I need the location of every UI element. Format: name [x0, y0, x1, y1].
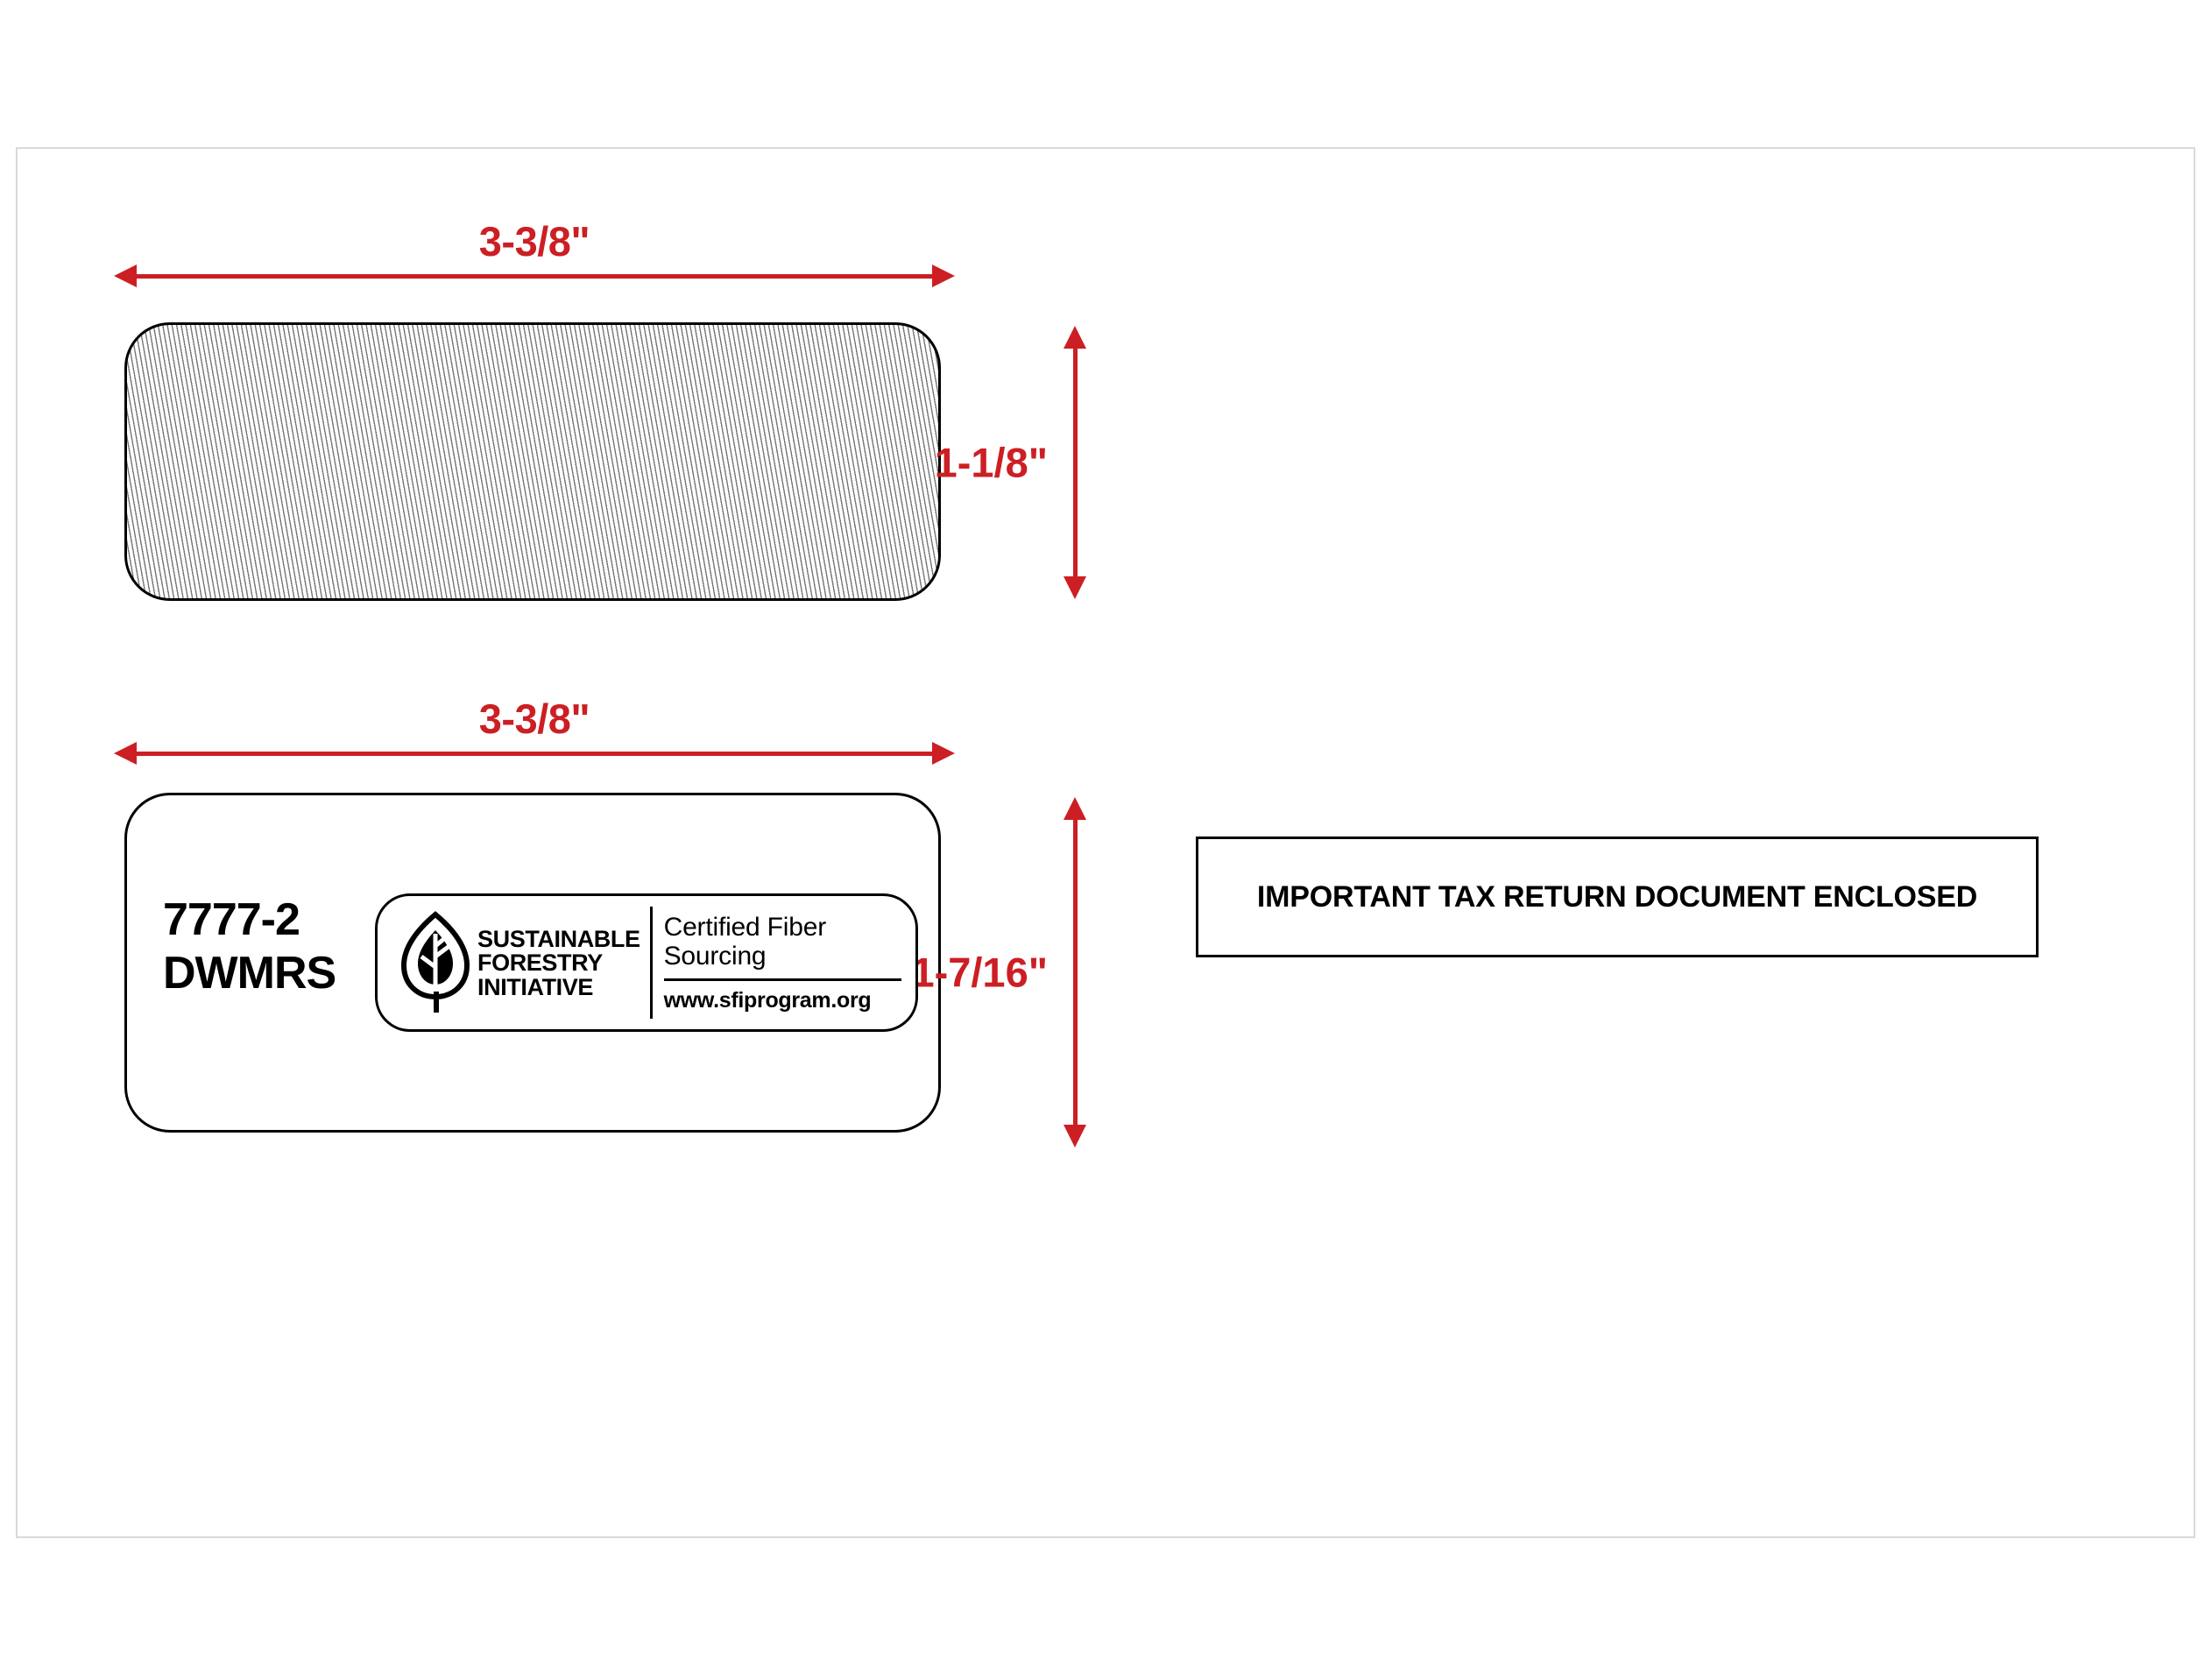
dimension-bottom-window-height: 1-7/16" — [911, 797, 1088, 1147]
tax-notice-box: IMPORTANT TAX RETURN DOCUMENT ENCLOSED — [1196, 837, 2039, 957]
dimension-line — [126, 274, 943, 279]
dimension-line — [1073, 338, 1078, 587]
arrow-up-icon — [1064, 326, 1086, 349]
arrow-right-icon — [932, 265, 955, 287]
sfi-certification-logo: SUSTAINABLE FORESTRY INITIATIVE Certifie… — [375, 893, 918, 1032]
sfi-claim-line-2: Sourcing — [663, 941, 767, 971]
arrow-up-icon — [1064, 797, 1086, 820]
sfi-rule — [663, 978, 901, 981]
dimension-line — [126, 752, 943, 756]
dimension-top-window-width: 3-3/8" — [114, 218, 955, 289]
product-code-line-2: DWMRS — [163, 948, 336, 999]
dimension-top-window-height: 1-1/8" — [935, 326, 1088, 599]
arrow-down-icon — [1064, 1125, 1086, 1147]
sfi-url: www.sfiprogram.org — [663, 987, 872, 1013]
arrow-left-icon — [114, 742, 137, 765]
sfi-claim-block: Certified Fiber Sourcing www.sfiprogram.… — [663, 913, 901, 1013]
dimension-label-top-height: 1-1/8" — [934, 439, 1048, 486]
sfi-divider — [649, 907, 653, 1019]
sfi-wordmark-line-1: SUSTAINABLE — [477, 925, 640, 952]
address-window-top — [124, 322, 941, 601]
sfi-wordmark: SUSTAINABLE FORESTRY INITIATIVE — [477, 926, 640, 1000]
sfi-wordmark-line-2: FORESTRY — [477, 950, 603, 977]
sfi-claim: Certified Fiber Sourcing — [664, 913, 901, 971]
arrow-left-icon — [114, 265, 137, 287]
tax-notice-text: IMPORTANT TAX RETURN DOCUMENT ENCLOSED — [1256, 879, 1978, 914]
dimension-label-bottom-width: 3-3/8" — [456, 695, 613, 742]
sfi-tree-leaf-icon — [393, 910, 477, 1015]
dimension-label-wrap: 3-3/8" — [114, 217, 955, 265]
dimension-line — [1073, 809, 1078, 1135]
product-code: 7777-2 DWMRS — [163, 893, 382, 1001]
dimension-label-top-width: 3-3/8" — [456, 218, 613, 265]
product-code-line-1: 7777-2 — [163, 894, 300, 945]
dimension-bottom-window-width: 3-3/8" — [114, 695, 955, 766]
arrow-right-icon — [932, 742, 955, 765]
arrow-down-icon — [1064, 576, 1086, 599]
dimension-label-bottom-height: 1-7/16" — [911, 949, 1048, 996]
sfi-wordmark-line-3: INITIATIVE — [477, 973, 594, 1000]
dimension-label-wrap: 3-3/8" — [114, 695, 955, 743]
sfi-claim-line-1: Certified Fiber — [663, 912, 827, 942]
